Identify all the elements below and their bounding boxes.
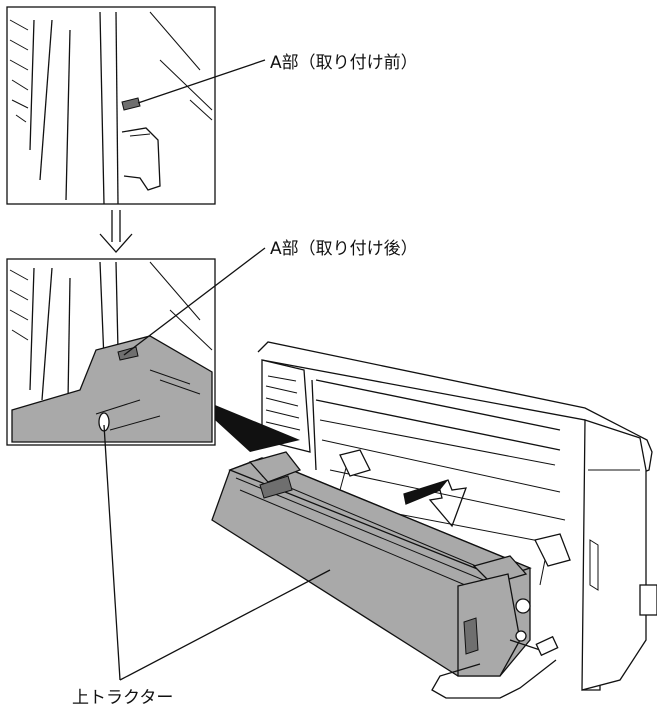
label-part-a-before: A部（取り付け前）	[270, 53, 418, 73]
label-upper-tractor: 上トラクター	[72, 688, 174, 708]
detail-box-before	[6, 6, 216, 205]
detail-box-after	[6, 258, 216, 446]
label-part-a-after: A部（取り付け後）	[270, 239, 418, 259]
leader-lines	[103, 59, 331, 681]
upper-tractor-unit	[211, 451, 559, 699]
insert-arrow	[403, 479, 467, 528]
transition-arrow	[99, 210, 133, 253]
zoom-wedge	[215, 405, 300, 452]
